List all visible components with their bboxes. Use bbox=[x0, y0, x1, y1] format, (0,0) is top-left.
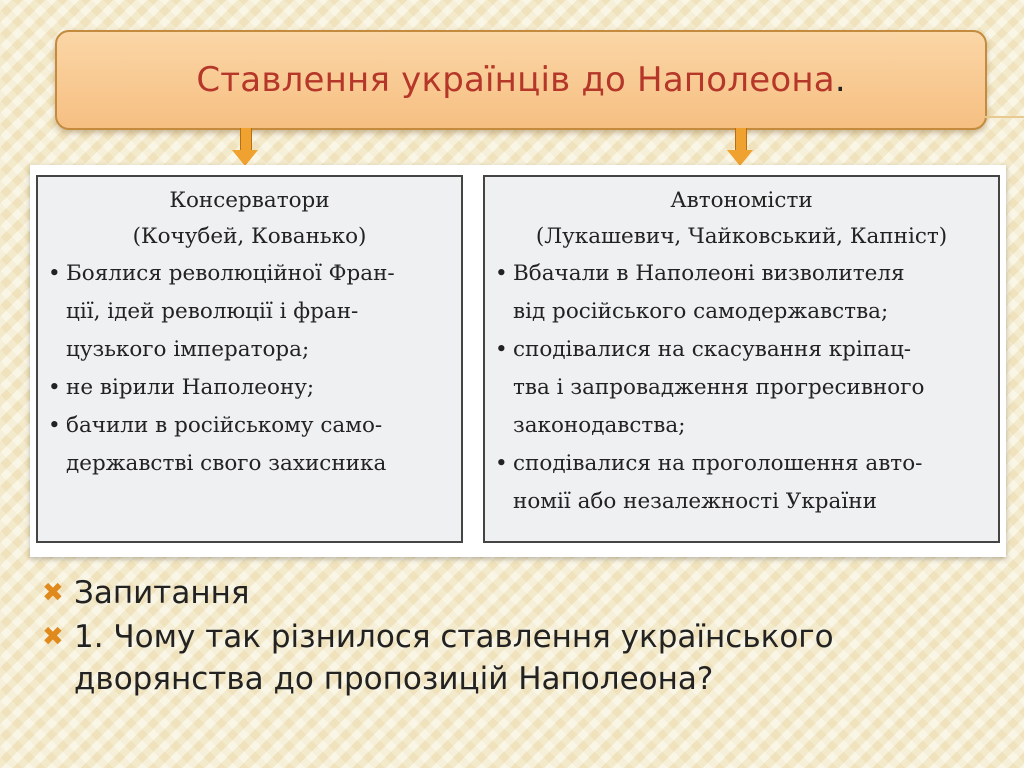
title-box: Ставлення українців до Наполеона. bbox=[55, 30, 987, 130]
list-item-text: Боялися революційної Фран- ції, ідей рев… bbox=[66, 261, 395, 362]
conservatives-panel: Консерватори (Кочубей, Кованько) Боялися… bbox=[36, 175, 463, 543]
list-item-text: сподівалися на скасування кріпац- тва і … bbox=[513, 337, 925, 438]
title-period: . bbox=[834, 60, 846, 100]
question-item: ✖ 1. Чому так різнилося ставлення україн… bbox=[40, 616, 1000, 700]
list-item-text: не вірили Наполеону; bbox=[66, 375, 315, 400]
arrow-down-icon-left bbox=[232, 128, 258, 168]
slide-title: Ставлення українців до Наполеона bbox=[196, 60, 835, 100]
conservatives-subheading: (Кочубей, Кованько) bbox=[132, 224, 367, 249]
x-mark-icon: ✖ bbox=[42, 622, 64, 652]
conservatives-list: Боялися революційної Фран- ції, ідей рев… bbox=[38, 255, 461, 483]
list-item: Боялися революційної Фран- ції, ідей рев… bbox=[48, 255, 455, 369]
autonomists-list: Вбачали в Наполеоні визволителя від росі… bbox=[485, 255, 998, 521]
question-heading: ✖ Запитання bbox=[40, 572, 1000, 614]
comparison-table: Консерватори (Кочубей, Кованько) Боялися… bbox=[30, 165, 1006, 557]
list-item-text: Вбачали в Наполеоні визволителя від росі… bbox=[513, 261, 905, 324]
question-heading-text: Запитання bbox=[74, 575, 250, 611]
list-item-text: бачили в російському само- державстві св… bbox=[66, 413, 387, 476]
autonomists-heading: Автономісти bbox=[670, 188, 813, 213]
question-text: 1. Чому так різнилося ставлення українсь… bbox=[74, 619, 834, 697]
x-mark-icon: ✖ bbox=[42, 578, 64, 608]
list-item: не вірили Наполеону; bbox=[48, 369, 455, 407]
list-item: сподівалися на скасування кріпац- тва і … bbox=[495, 331, 992, 445]
arrow-down-icon-right bbox=[727, 128, 753, 168]
autonomists-panel: Автономісти (Лукашевич, Чайковський, Кап… bbox=[483, 175, 1000, 543]
conservatives-heading: Консерватори bbox=[169, 188, 330, 213]
list-item-text: сподівалися на проголошення авто- номії … bbox=[513, 451, 923, 514]
decorative-line bbox=[985, 116, 1024, 118]
list-item: Вбачали в Наполеоні визволителя від росі… bbox=[495, 255, 992, 331]
list-item: бачили в російському само- державстві св… bbox=[48, 407, 455, 483]
list-item: сподівалися на проголошення авто- номії … bbox=[495, 445, 992, 521]
autonomists-subheading: (Лукашевич, Чайковський, Капніст) bbox=[535, 224, 948, 249]
questions-section: ✖ Запитання ✖ 1. Чому так різнилося став… bbox=[40, 572, 1000, 702]
